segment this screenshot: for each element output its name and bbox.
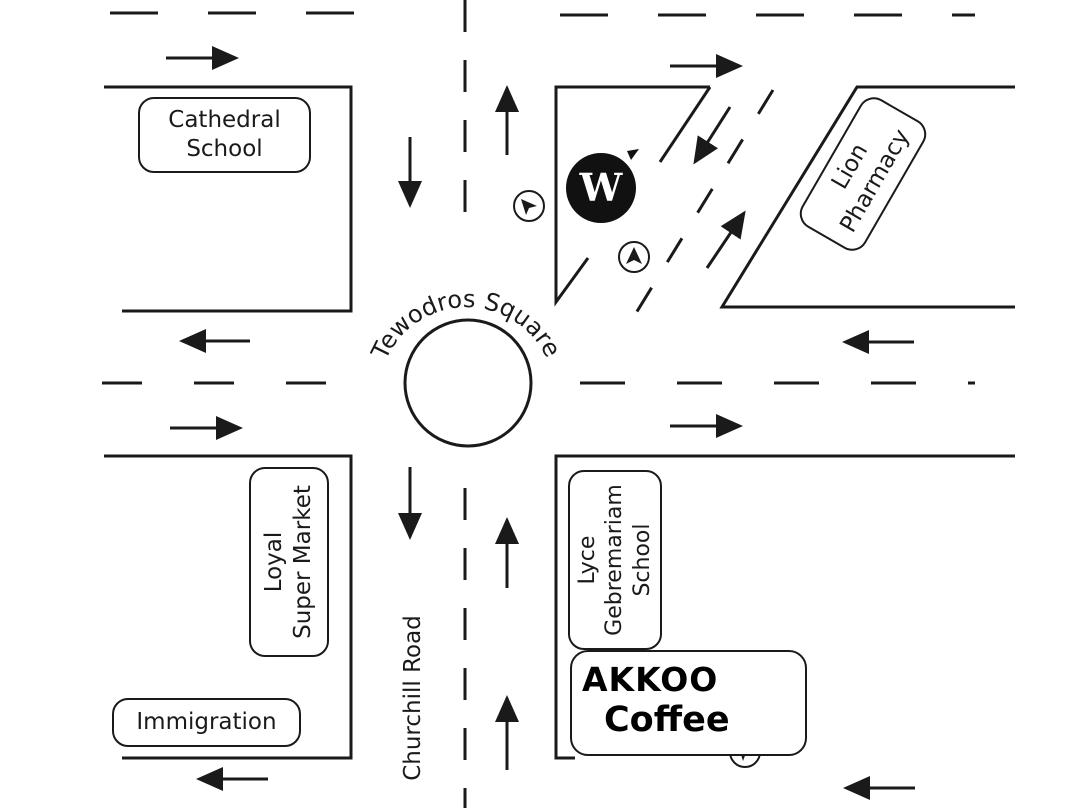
hotel-w-logo-icon[interactable]: W xyxy=(566,149,639,223)
city-blocks xyxy=(104,85,1015,760)
block-southeast xyxy=(554,454,1015,760)
block-northeast xyxy=(719,85,1015,309)
block-northwest xyxy=(104,85,353,313)
block-southwest xyxy=(104,454,353,760)
svg-text:W: W xyxy=(579,165,624,210)
traffic-arrows xyxy=(166,46,915,800)
navigation-arrow-icon[interactable] xyxy=(513,190,545,222)
akkoo-brand-line1: AKKOO xyxy=(582,660,719,699)
square-name: Tewodros Square xyxy=(365,285,566,364)
cathedral-school-box[interactable] xyxy=(138,97,311,173)
roundabout xyxy=(403,318,533,448)
block-north-center xyxy=(554,85,710,307)
loyal-super-market-label: Loyal Super Market xyxy=(261,485,316,639)
navigation-arrow-icon[interactable] xyxy=(618,241,650,273)
akkoo-coffee-box[interactable] xyxy=(570,650,807,756)
road-center-lines xyxy=(102,0,975,808)
lyce-gebremariam-school-label: Lyce Gebremariam School xyxy=(574,484,655,636)
cathedral-school-label: Cathedral School xyxy=(168,107,281,162)
akkoo-brand-line2: Coffee xyxy=(604,700,730,740)
immigration-box[interactable] xyxy=(112,698,301,747)
immigration-label: Immigration xyxy=(136,709,277,736)
churchill-road-label: Churchill Road xyxy=(399,615,426,781)
